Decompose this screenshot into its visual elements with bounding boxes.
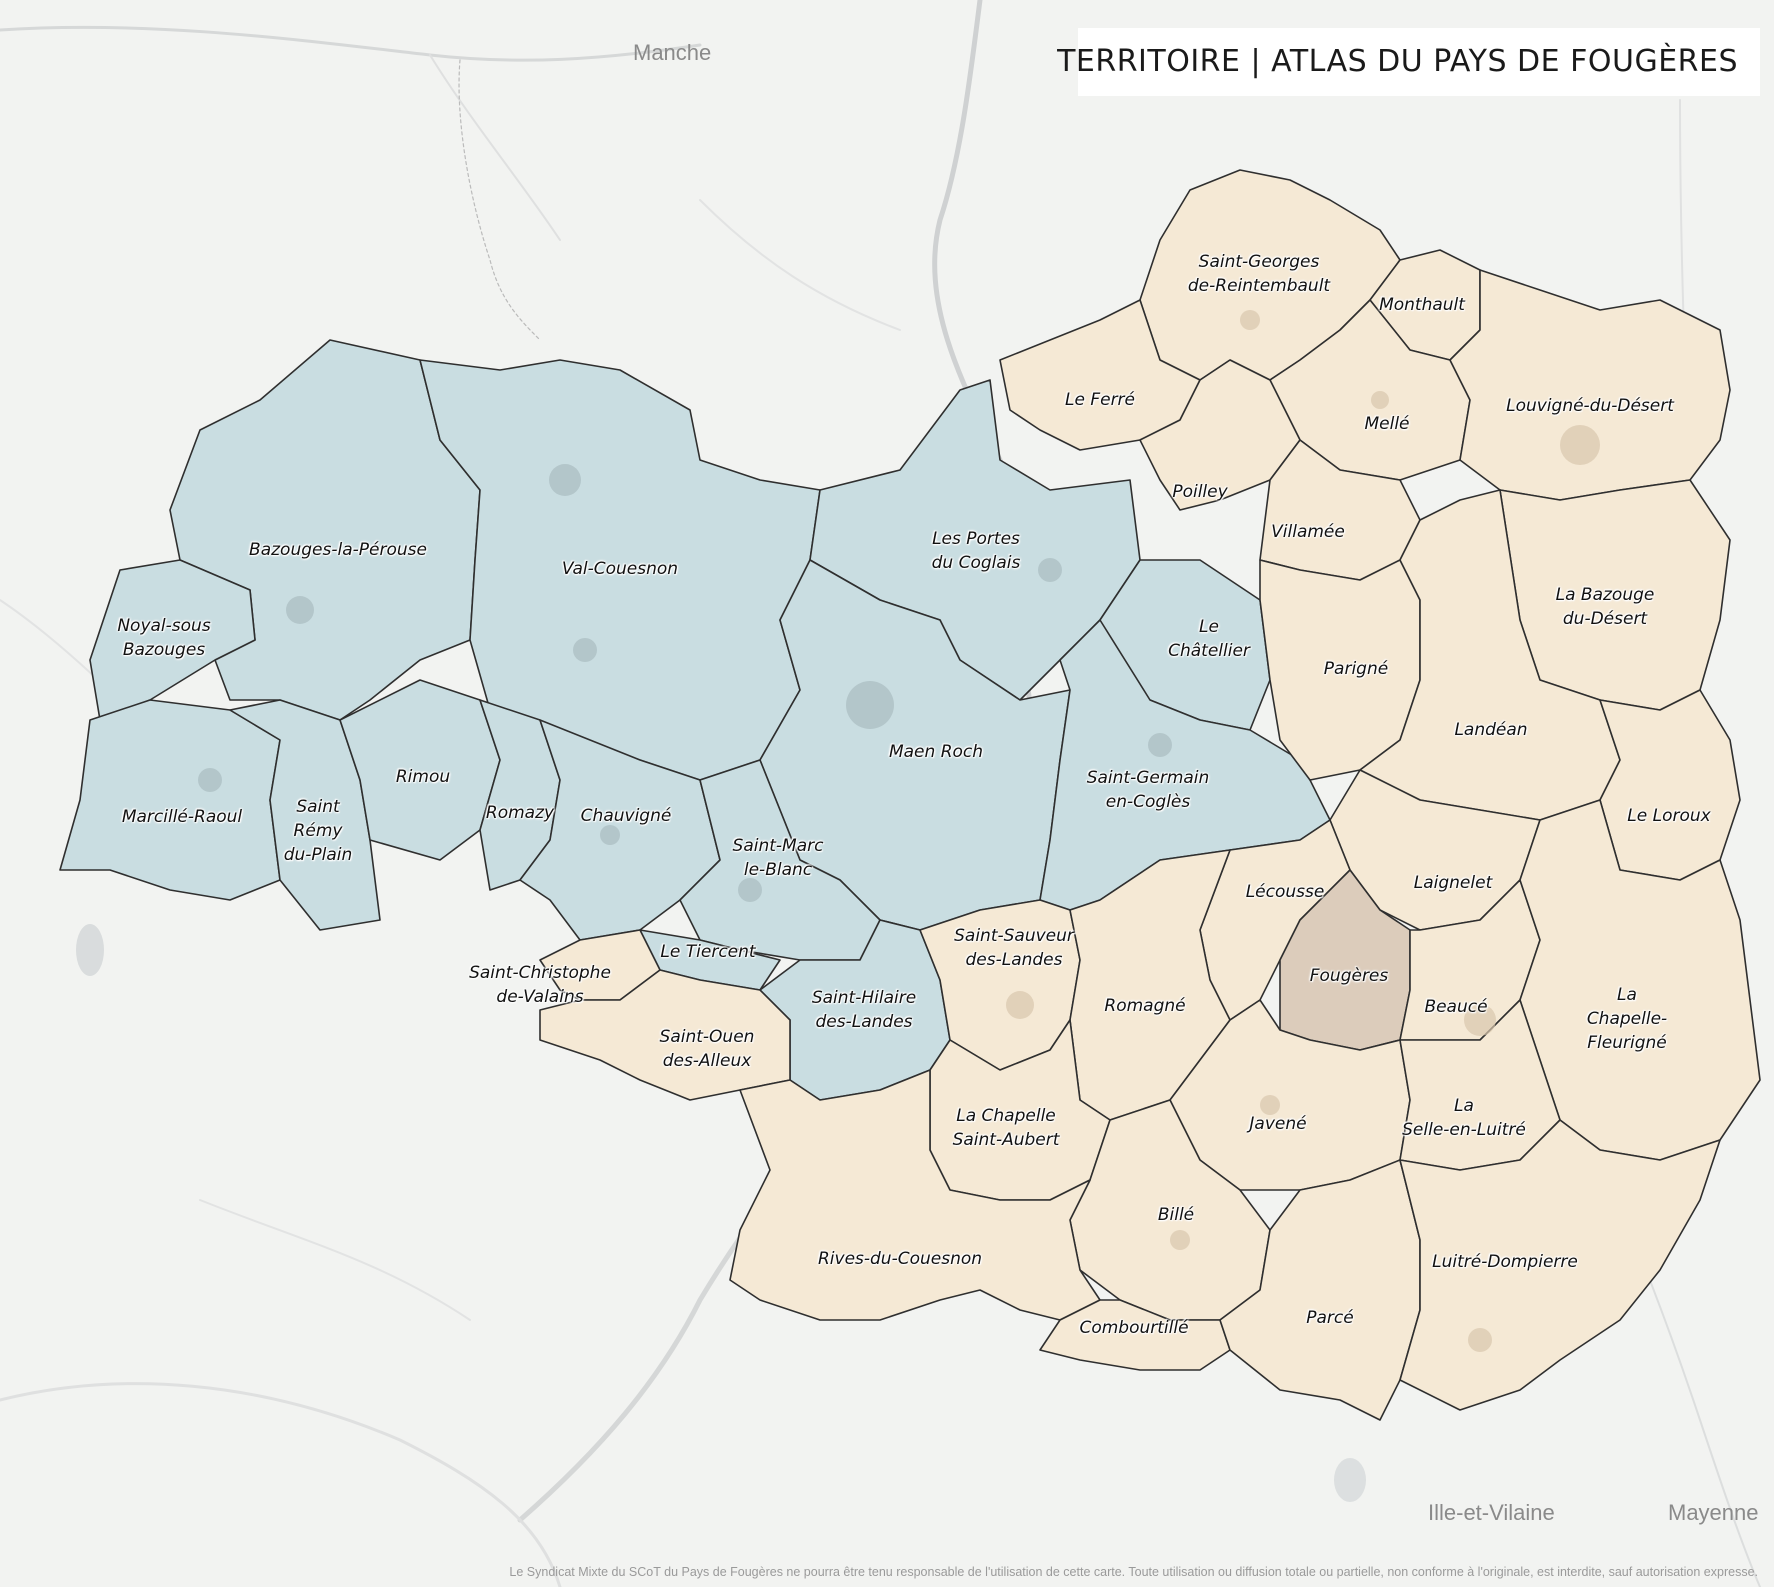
commune-marcille[interactable] [59, 699, 281, 901]
commune-louvigne[interactable] [1449, 269, 1731, 501]
fougeres-zone [539, 169, 1761, 1421]
region-label-manche: Manche [633, 40, 712, 65]
disclaimer: Le Syndicat Mixte du SCoT du Pays de Fou… [509, 1565, 1758, 1579]
commune-noyal[interactable] [89, 559, 256, 721]
title-box: TERRITOIRE | ATLAS DU PAYS DE FOUGÈRES [1057, 28, 1760, 96]
urban-areas-beige [1006, 310, 1600, 1352]
coglais-zone [59, 339, 1331, 1101]
commune-saint-remy[interactable] [229, 699, 381, 931]
urban-areas [198, 464, 1172, 902]
commune-saint-ouen[interactable] [539, 969, 791, 1101]
commune-le-loroux[interactable] [1599, 689, 1741, 881]
commune-rives-couesnon[interactable] [729, 1069, 1101, 1321]
region-label-mayenne: Mayenne [1668, 1500, 1759, 1525]
region-label-ille-et-vilaine: Ille-et-Vilaine [1428, 1500, 1555, 1525]
page-title: TERRITOIRE | ATLAS DU PAYS DE FOUGÈRES [1057, 44, 1738, 79]
